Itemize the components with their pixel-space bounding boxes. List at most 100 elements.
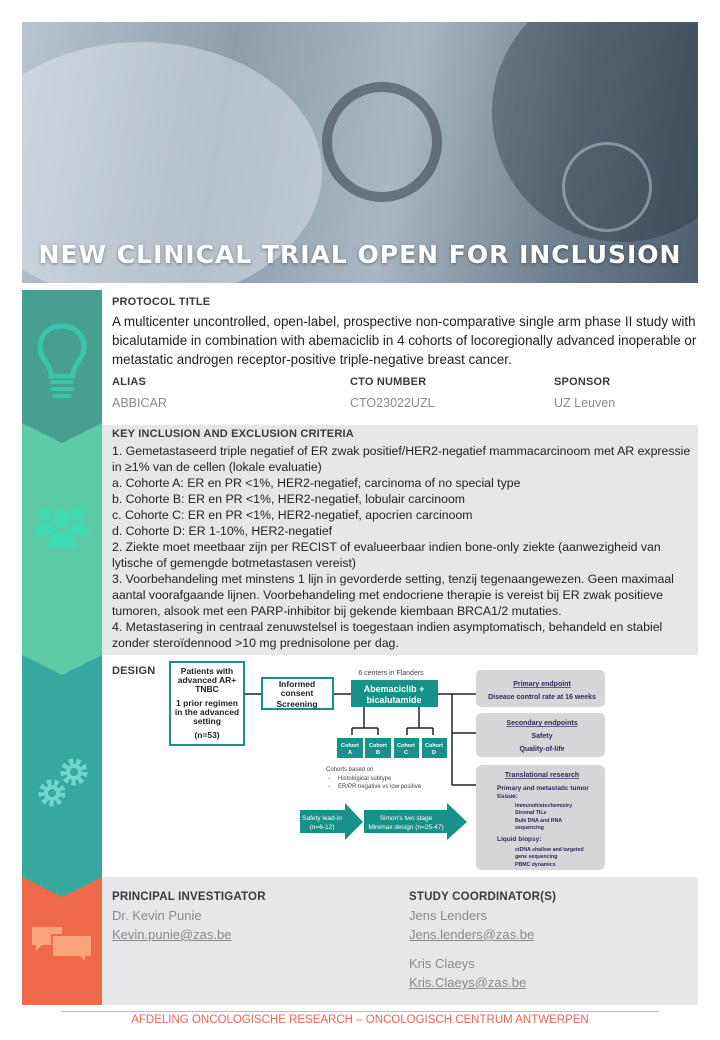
cohort-letter: A <box>348 750 352 756</box>
cohort-c-box <box>394 738 419 758</box>
footer-text: AFDELING ONCOLOGISCHE RESEARCH – ONCOLOG… <box>131 1014 589 1026</box>
consent-line: consent <box>281 688 314 698</box>
coordinator-label: STUDY COORDINATOR(S) <box>409 891 557 903</box>
consent-box <box>261 677 334 710</box>
simon-line: Minimax design (n=25-47) <box>368 824 443 831</box>
criteria-label: KEY INCLUSION AND EXCLUSION CRITERIA <box>112 428 354 440</box>
tissue-item: Stromal TILs <box>515 810 547 816</box>
criteria-list: 1. Gemetastaseerd triple negatief of ER … <box>112 443 702 651</box>
primary-endpoint-box <box>476 670 605 707</box>
cohort-label: Cohort <box>369 743 387 749</box>
patients-box <box>169 661 245 746</box>
protocol-strip <box>22 290 102 443</box>
liquid-item: gene sequencing <box>515 854 557 860</box>
cohort-basis-title: Cohorts based on <box>326 767 373 773</box>
treatment-line: bicalutamide <box>366 695 421 705</box>
translational-box <box>476 765 605 870</box>
cohort-label: Cohort <box>341 743 359 749</box>
criteria-item: 4. Metastasering in centraal zenuwstelse… <box>112 620 663 650</box>
tissue-item: Bulk DNA and RNA <box>515 818 562 824</box>
criteria-item: 2. Ziekte moet meetbaar zijn per RECIST … <box>112 540 661 570</box>
design-strip <box>22 655 102 897</box>
secondary-endpoint-title: Secondary endpoints <box>506 720 577 727</box>
liquid-item: PBMC dynamics <box>515 862 556 868</box>
tissue-line: tissue: <box>497 793 518 800</box>
patients-line: 1 prior regimen <box>176 698 238 708</box>
centers-text: 6 centers in Flanders <box>358 670 424 677</box>
tissue-item: Immunohistochemistry <box>515 803 572 809</box>
liquid-title: Liquid biopsy: <box>497 836 541 843</box>
coordinator-name: Kris Claeys <box>409 956 475 971</box>
contacts-section: PRINCIPAL INVESTIGATOR Dr. Kevin Punie K… <box>102 877 698 1005</box>
patients-line: advanced AR+ <box>178 675 237 685</box>
hero-banner: NEW CLINICAL TRIAL OPEN FOR INCLUSION <box>22 22 698 283</box>
coordinator-name: Jens Lenders <box>409 908 488 923</box>
alias-label: ALIAS <box>112 376 146 388</box>
footer-divider <box>62 1011 658 1012</box>
criteria-strip <box>22 423 102 675</box>
design-section: DESIGN <box>102 657 698 875</box>
liquid-item: ctDNA shallow and targeted <box>515 847 584 853</box>
safety-line: (n=6-12) <box>310 824 335 831</box>
safety-line: Safety lead-in <box>302 815 342 822</box>
secondary-endpoint-box <box>476 713 605 757</box>
secondary-endpoint-item: Safety <box>531 733 552 740</box>
cohort-label: Cohort <box>425 743 443 749</box>
secondary-endpoint-item: Quality-of-life <box>519 746 564 753</box>
treatment-line: Abemaciclib + <box>364 684 425 694</box>
cto-label: CTO NUMBER <box>350 376 427 388</box>
primary-endpoint-title: Primary endpoint <box>513 681 571 688</box>
translational-title: Translational research <box>505 772 579 779</box>
simon-arrow <box>364 803 467 840</box>
safety-arrow <box>300 803 363 840</box>
consent-line: Screening <box>276 699 317 709</box>
criteria-item: a. Cohorte A: ER en PR <1%, HER2-negatie… <box>112 476 521 490</box>
criteria-item: d. Cohorte D: ER 1-10%, HER2-negatief <box>112 524 333 538</box>
criteria-section: KEY INCLUSION AND EXCLUSION CRITERIA 1. … <box>102 425 698 655</box>
cohort-letter: B <box>376 750 380 756</box>
patients-line: in the advanced <box>175 707 239 717</box>
cohort-b-box <box>365 738 391 758</box>
cohort-label: Cohort <box>397 743 415 749</box>
pi-label: PRINCIPAL INVESTIGATOR <box>112 891 266 903</box>
consent-line: Informed <box>279 679 315 689</box>
patients-line: (n=53) <box>194 730 219 740</box>
protocol-title-label: PROTOCOL TITLE <box>112 296 211 308</box>
simon-line: Simon's two stage <box>380 815 433 822</box>
tissue-item: sequencing <box>515 825 544 831</box>
users-icon <box>22 423 102 655</box>
criteria-item: c. Cohorte C: ER en PR <1%, HER2-negatie… <box>112 508 473 522</box>
protocol-section: PROTOCOL TITLE A multicenter uncontrolle… <box>102 290 698 423</box>
bullet-dash: - <box>328 776 330 782</box>
cohort-a-box <box>337 738 363 758</box>
gears-icon <box>22 655 102 877</box>
alias-value: ABBICAR <box>112 396 167 410</box>
sponsor-value: UZ Leuven <box>554 396 616 410</box>
cohort-basis-item: ER/PR negative vs low positive <box>338 784 422 790</box>
cto-value: CTO23022UZL <box>350 396 435 410</box>
patients-line: setting <box>193 716 221 726</box>
patients-line: TNBC <box>195 684 219 694</box>
cohort-letter: D <box>432 750 436 756</box>
coordinator-email-link[interactable]: Kris.Claeys@zas.be <box>409 975 527 990</box>
treatment-box <box>351 680 438 707</box>
patients-line: Patients with <box>181 666 233 676</box>
tissue-line: Primary and metastatic tumor <box>497 785 589 792</box>
protocol-title: A multicenter uncontrolled, open-label, … <box>112 314 697 367</box>
criteria-item: 1. Gemetastaseerd triple negatief of ER … <box>112 444 691 474</box>
cohort-d-box <box>422 738 447 758</box>
bullet-dash: - <box>328 784 330 790</box>
contacts-strip <box>22 877 102 1005</box>
lightbulb-icon <box>22 290 102 423</box>
design-label: DESIGN <box>112 665 156 677</box>
chat-bubbles-icon <box>32 927 93 966</box>
criteria-item: 3. Voorbehandeling met minstens 1 lijn i… <box>112 572 674 618</box>
pi-email-link[interactable]: Kevin.punie@zas.be <box>112 927 232 942</box>
banner-title: NEW CLINICAL TRIAL OPEN FOR INCLUSION <box>38 240 682 269</box>
cohort-basis-item: Histological subtype <box>338 776 392 782</box>
cohort-letter: C <box>404 750 408 756</box>
sponsor-label: SPONSOR <box>554 376 611 388</box>
criteria-item: b. Cohorte B: ER en PR <1%, HER2-negatie… <box>112 492 466 506</box>
coordinator-email-link[interactable]: Jens.lenders@zas.be <box>409 927 535 942</box>
study-design-diagram: Patients with advanced AR+ TNBC 1 prior … <box>169 661 605 870</box>
